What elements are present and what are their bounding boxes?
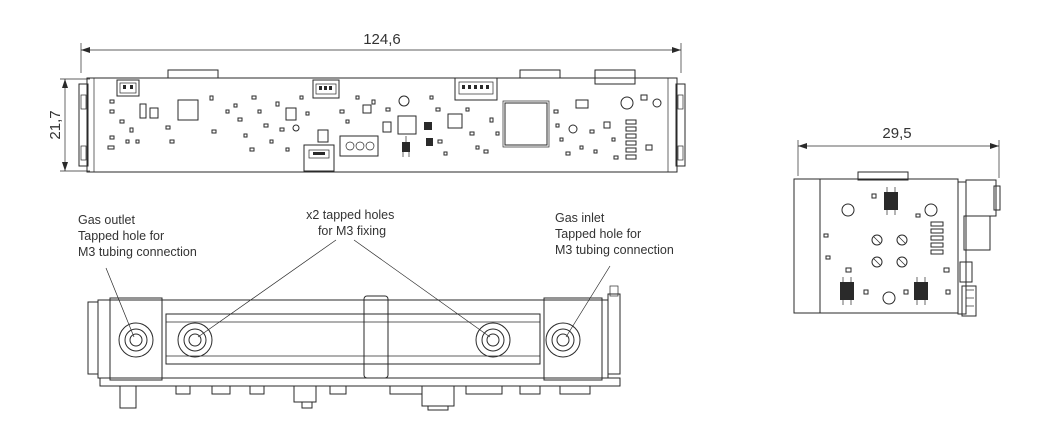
- connector-middle: [312, 79, 340, 99]
- width-dimension: 29,5: [797, 125, 1000, 178]
- front-view: Gas outlet Tapped hole for M3 tubing con…: [78, 208, 674, 411]
- gas-inlet-label: Gas inlet Tapped hole for M3 tubing conn…: [555, 211, 674, 257]
- center-clip: [363, 295, 389, 379]
- gas-outlet-port: [118, 322, 154, 358]
- connector-right: [454, 77, 498, 101]
- fixing-hole-right: [475, 322, 511, 358]
- gas-inlet-port: [545, 322, 581, 358]
- height-dimension: 21,7: [47, 78, 90, 172]
- chips: [139, 99, 589, 148]
- fixing-holes-label: x2 tapped holes for M3 fixing: [306, 208, 398, 238]
- gas-outlet-label: Gas outlet Tapped hole for M3 tubing con…: [78, 213, 197, 259]
- pcb-edge: [99, 377, 621, 387]
- fixing-leader-right: [353, 239, 491, 338]
- small-components: [107, 95, 619, 160]
- side-view: 29,5: [793, 125, 1001, 317]
- bottom-components: [119, 385, 591, 411]
- width-dimension-label: 29,5: [882, 125, 911, 142]
- round-parts: [292, 95, 662, 134]
- pad-column: [603, 94, 653, 160]
- gas-outlet-leader: [105, 267, 135, 338]
- pcb-board: [78, 69, 686, 173]
- terminal-block: [339, 135, 379, 157]
- length-dimension: 124,6: [80, 31, 682, 73]
- transistors: [402, 122, 433, 157]
- fixing-leader-left: [197, 239, 337, 338]
- manifold-body: [97, 299, 609, 379]
- usb-connector: [303, 144, 335, 172]
- side-ic-bottom-left: [840, 277, 854, 305]
- length-dimension-label: 124,6: [363, 31, 401, 48]
- connector-left: [116, 79, 140, 97]
- side-ic-bottom-right: [914, 277, 928, 305]
- fixing-hole-left: [177, 322, 213, 358]
- top-view: 124,6 21,7: [47, 31, 686, 173]
- side-ic-top: [884, 187, 898, 215]
- gas-inlet-leader: [565, 265, 611, 338]
- height-dimension-label: 21,7: [47, 110, 64, 139]
